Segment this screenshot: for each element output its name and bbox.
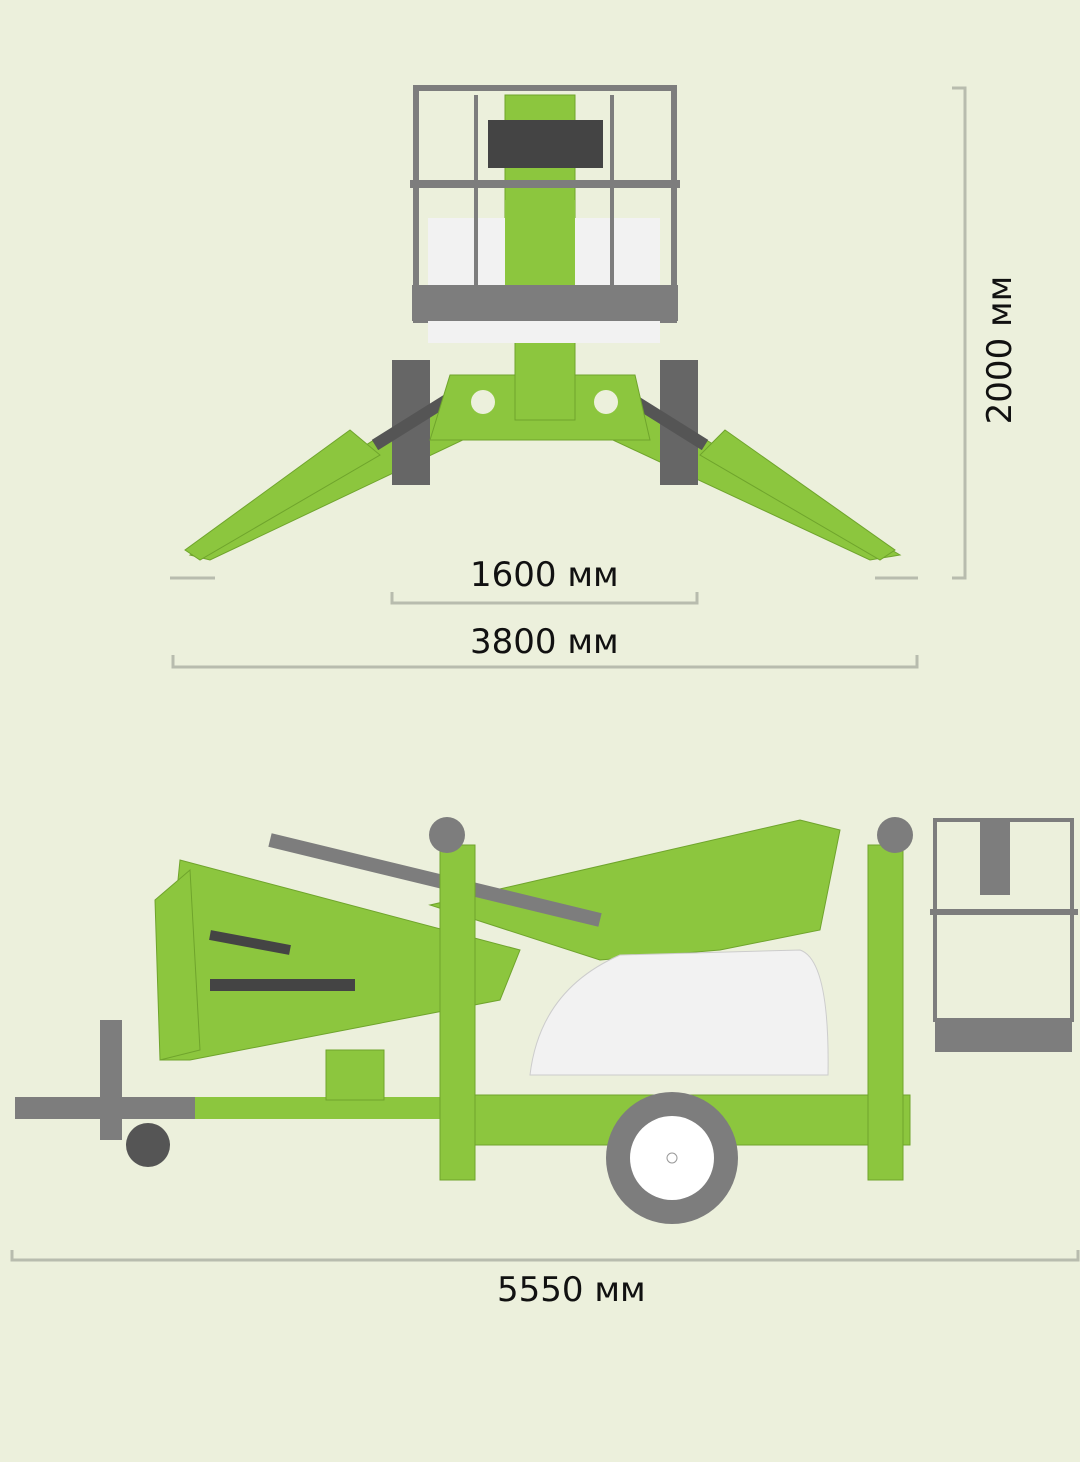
- jockey-wheel: [126, 1123, 170, 1167]
- engine-cover: [529, 949, 829, 1076]
- front-view: [170, 85, 967, 669]
- front-mast: [867, 844, 904, 1181]
- length-dimension-line: [10, 1250, 1080, 1262]
- upper-boom: [428, 819, 841, 961]
- rear-mast: [439, 844, 476, 1181]
- height-dimension-line: [952, 86, 967, 580]
- outrigger-span-dimension-line: [171, 655, 919, 669]
- length-dimension-label: 5550 мм: [497, 1270, 646, 1310]
- height-dimension-label: 2000 мм: [980, 275, 1020, 425]
- track-width-dimension-label: 1600 мм: [470, 555, 619, 595]
- side-view: [10, 817, 1080, 1262]
- track-width-dimension-line: [390, 592, 699, 605]
- outrigger-span-dimension-label: 3800 мм: [470, 622, 619, 662]
